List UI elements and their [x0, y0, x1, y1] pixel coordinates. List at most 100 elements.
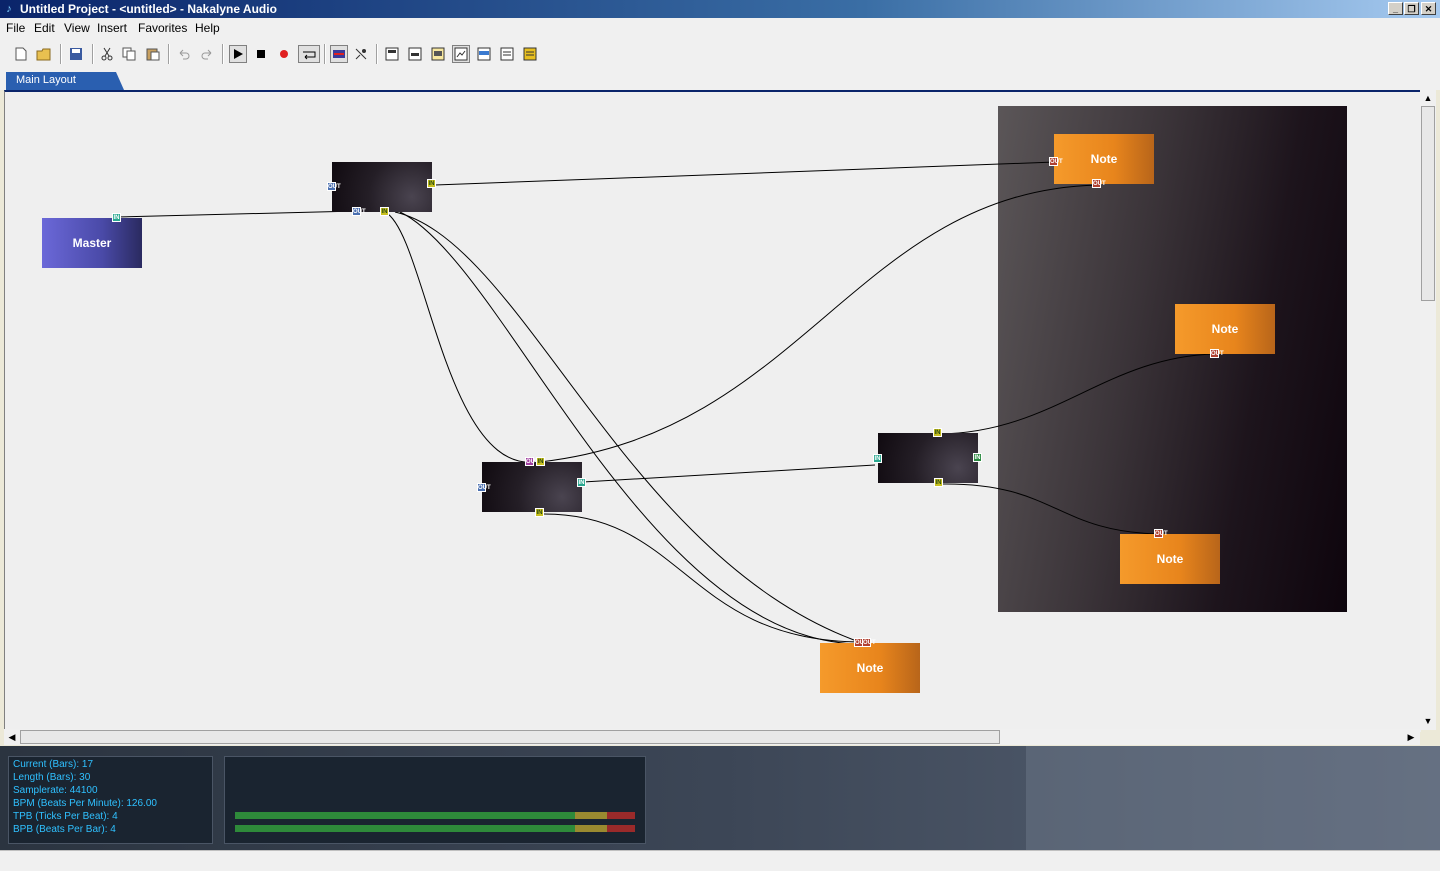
toolbar-separator	[60, 44, 62, 64]
menu-bar: File Edit View Insert Favorites Help	[0, 18, 1440, 38]
tools-icon[interactable]	[352, 45, 370, 63]
port-in[interactable]: IN	[380, 207, 389, 216]
toolbar-separator	[168, 44, 170, 64]
new-file-icon[interactable]	[12, 45, 30, 63]
effect-node-mid[interactable]	[482, 462, 582, 512]
wire	[939, 483, 1161, 535]
note-label: Note	[1211, 322, 1239, 336]
port-in[interactable]: IN	[933, 428, 942, 437]
save-icon[interactable]	[67, 45, 85, 63]
paste-icon[interactable]	[144, 45, 162, 63]
master-in-port[interactable]: IN	[112, 213, 121, 222]
view-6-icon[interactable]	[498, 45, 516, 63]
menu-favorites[interactable]: Favorites	[138, 21, 188, 35]
port-out[interactable]: OUT	[1092, 179, 1106, 188]
close-button[interactable]: ✕	[1421, 2, 1436, 15]
view-1-icon[interactable]	[383, 45, 401, 63]
wire	[399, 211, 861, 645]
menu-file[interactable]: File	[6, 21, 26, 35]
info-bpm: BPM (Beats Per Minute): 126.00	[13, 798, 157, 809]
status-bar	[0, 850, 1440, 871]
note-label: Note	[856, 661, 884, 675]
note-node-mid[interactable]: Note	[1175, 304, 1275, 354]
port-out[interactable]: OUT	[862, 638, 876, 647]
port-out[interactable]: OUT	[352, 207, 366, 216]
wire	[394, 211, 866, 645]
level-meter-right	[235, 825, 635, 832]
cut-icon[interactable]	[98, 45, 116, 63]
record-icon[interactable]	[275, 45, 293, 63]
wire	[384, 211, 536, 463]
port-out[interactable]: OUT	[1210, 349, 1224, 358]
view-5-icon[interactable]	[475, 45, 493, 63]
menu-edit[interactable]: Edit	[34, 21, 55, 35]
port-out[interactable]: OUT	[327, 182, 341, 191]
menu-help[interactable]: Help	[195, 21, 220, 35]
note-node-low[interactable]: Note	[1120, 534, 1220, 584]
toolbar	[0, 38, 1440, 70]
port-in[interactable]: IN	[577, 478, 586, 487]
undo-icon[interactable]	[175, 45, 193, 63]
note-label: Note	[1090, 152, 1118, 166]
info-samplerate: Samplerate: 44100	[13, 785, 98, 796]
connection-wires	[116, 161, 1216, 645]
vertical-scrollbar[interactable]: ▲ ▼	[1420, 90, 1436, 730]
port-in[interactable]: IN	[427, 179, 436, 188]
layout-canvas[interactable]: Master IN OUT IN OUT IN OUT IN OUT IN IN…	[4, 90, 1421, 732]
master-node[interactable]: Master	[42, 218, 142, 268]
port-in[interactable]: IN	[934, 478, 943, 487]
open-folder-icon[interactable]	[35, 45, 53, 63]
project-info-panel: Current (Bars): 17 Length (Bars): 30 Sam…	[8, 756, 213, 844]
play-icon[interactable]	[229, 45, 247, 63]
toolbar-separator	[222, 44, 224, 64]
view-7-icon[interactable]	[521, 45, 539, 63]
view-4-icon[interactable]	[452, 45, 470, 63]
vertical-scroll-thumb[interactable]	[1421, 106, 1435, 301]
wire	[939, 353, 1216, 435]
stop-icon[interactable]	[252, 45, 270, 63]
scroll-up-icon[interactable]: ▲	[1423, 93, 1433, 103]
right-panel	[1026, 746, 1440, 850]
wire	[539, 184, 1098, 463]
view-3-icon[interactable]	[429, 45, 447, 63]
note-node-top[interactable]: Note	[1054, 134, 1154, 184]
level-meter-panel	[224, 756, 646, 844]
info-bpb: BPB (Beats Per Bar): 4	[13, 824, 116, 835]
loop-icon[interactable]	[298, 45, 320, 63]
port-out[interactable]: OUT	[477, 483, 491, 492]
port-in[interactable]: IN	[536, 457, 545, 466]
effect-node-top[interactable]	[332, 162, 432, 212]
port-out[interactable]: OUT	[1049, 157, 1063, 166]
level-meter-right-fill	[235, 825, 635, 832]
port-out[interactable]: OUT	[525, 457, 539, 466]
restore-button[interactable]: ❐	[1404, 2, 1419, 15]
app-icon[interactable]: ♪	[6, 3, 12, 15]
port-in[interactable]: IN	[973, 453, 982, 462]
mixer-icon[interactable]	[330, 45, 348, 63]
port-out[interactable]: OUT	[1154, 529, 1168, 538]
title-bar: ♪ Untitled Project - <untitled> - Nakaly…	[0, 0, 1440, 18]
scroll-right-icon[interactable]: ▶	[1407, 732, 1415, 742]
horizontal-scrollbar[interactable]: ◀ ▶	[4, 729, 1420, 745]
port-in[interactable]: IN	[873, 454, 882, 463]
menu-insert[interactable]: Insert	[97, 21, 128, 35]
minimize-button[interactable]: _	[1388, 2, 1403, 15]
effect-node-right[interactable]	[878, 433, 978, 483]
copy-icon[interactable]	[120, 45, 138, 63]
scroll-left-icon[interactable]: ◀	[8, 732, 16, 742]
view-2-icon[interactable]	[406, 45, 424, 63]
note-node-bottom[interactable]: Note	[820, 643, 920, 693]
tab-main-layout[interactable]: Main Layout	[6, 72, 124, 90]
scroll-down-icon[interactable]: ▼	[1423, 716, 1433, 726]
window-title: Untitled Project - <untitled> - Nakalyne…	[20, 2, 277, 16]
wire	[434, 161, 1056, 186]
tab-strip: Main Layout	[0, 70, 1440, 90]
toolbar-separator	[92, 44, 94, 64]
wire	[116, 210, 358, 218]
port-in[interactable]: IN	[535, 508, 544, 517]
toolbar-separator	[376, 44, 378, 64]
horizontal-scroll-thumb[interactable]	[20, 730, 1000, 744]
info-length: Length (Bars): 30	[13, 772, 91, 783]
redo-icon[interactable]	[198, 45, 216, 63]
menu-view[interactable]: View	[64, 21, 90, 35]
